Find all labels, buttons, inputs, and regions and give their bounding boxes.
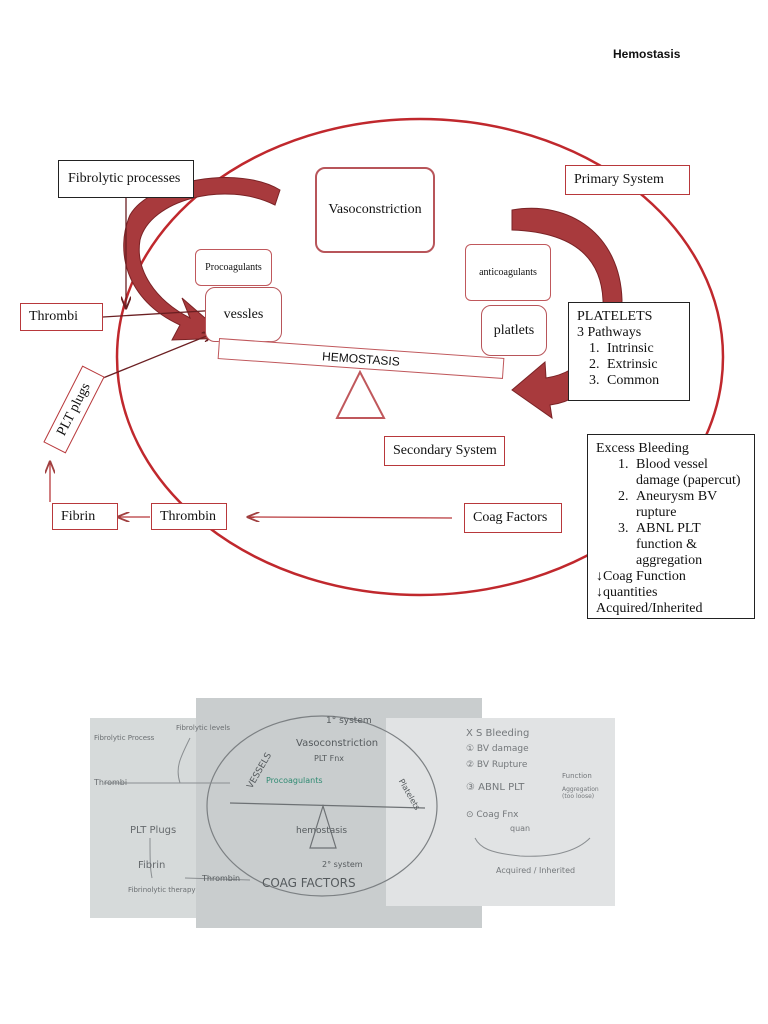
vessels-label: vessles [223,306,264,322]
wb-hemostasis: hemostasis [296,826,348,836]
primary-system-label: Primary System [574,172,664,187]
system-ellipse [115,117,725,597]
wb-fibrin: Fibrin [138,860,166,871]
wb-fibrolytic-levels: Fibrolytic levels [176,724,231,732]
anticoagulants-label: anticoagulants [479,267,537,278]
anticoagulants-box: anticoagulants [465,244,551,301]
platelets-node-box: platlets [481,305,547,356]
wb-acquired-inherited: Acquired / Inherited [496,866,576,875]
wb-xs-bleeding: X S Bleeding [466,728,530,739]
thrombi-box: Thrombi [20,303,103,331]
thrombin-box: Thrombin [151,503,227,530]
platelets-node-label: platlets [493,322,535,338]
fulcrum-triangle [335,369,386,419]
pathway-item: Common [603,373,681,389]
pathway-item: Extrinsic [603,357,681,373]
wb-abnl-plt: ③ ABNL PLT [466,782,525,793]
page-title: Hemostasis [613,47,681,61]
photo-panel-right [386,718,615,906]
fibrolytic-label: Fibrolytic processes [68,171,181,186]
platelets-pathways-title: PLATELETS [577,309,653,324]
wb-coag-factors: COAG FACTORS [262,876,356,890]
excess-bleeding-box: Excess Bleeding Blood vessel damage (pap… [587,434,755,619]
secondary-system-label: Secondary System [393,443,497,458]
wb-bv-damage: ① BV damage [466,744,529,754]
vasoconstriction-label: Vasoconstriction [328,202,422,217]
wb-quan: quan [510,824,531,833]
whiteboard-photo: Fibrolytic Process Fibrolytic levels Thr… [90,698,615,928]
wb-coag-fnx: ⊙ Coag Fnx [466,810,519,820]
procoagulants-label: Procoagulants [205,262,262,273]
wb-primary-system: 1° system [326,716,372,726]
bleeding-item: Aneurysm BV rupture [632,489,746,521]
wb-procoagulants: Procoagulants [266,776,323,785]
primary-system-box: Primary System [565,165,690,195]
wb-fibrolytic-process: Fibrolytic Process [94,734,155,742]
fibrin-box: Fibrin [52,503,118,530]
procoagulants-box: Procoagulants [195,249,272,286]
wb-bv-rupture: ② BV Rupture [466,760,528,770]
wb-plt-plugs: PLT Plugs [130,825,177,836]
platelets-pathways-subtitle: 3 Pathways [577,325,642,340]
wb-function: Function [562,772,592,780]
wb-plt-fnx: PLT Fnx [314,754,345,763]
thrombin-label: Thrombin [160,508,216,524]
wb-aggregation: Aggregation (too loose) [562,786,599,800]
platelets-pathways-box: PLATELETS 3 Pathways Intrinsic Extrinsic… [568,302,690,401]
quantities-line: ↓quantities [596,585,658,600]
excess-bleeding-title: Excess Bleeding [596,441,689,456]
hemostasis-beam-label: HEMOSTASIS [321,348,401,369]
wb-vasoconstriction: Vasoconstriction [296,738,379,749]
wb-secondary-system: 2° system [322,860,363,869]
wb-fibrinolytic-therapy: Fibrinolytic therapy [128,886,196,894]
thrombi-label: Thrombi [29,309,78,324]
vessels-box: vessles [205,287,282,342]
pathway-item: Intrinsic [603,341,681,357]
coag-function-line: ↓Coag Function [596,569,686,584]
coag-factors-label: Coag Factors [473,510,548,525]
bleeding-item: ABNL PLT function & aggregation [632,521,746,569]
secondary-system-box: Secondary System [384,436,505,466]
acquired-inherited-line: Acquired/Inherited [596,601,703,616]
wb-thrombi: Thrombi [94,778,128,787]
wb-thrombin: Thrombin [202,874,241,883]
fibrolytic-processes-box: Fibrolytic processes [58,160,194,198]
fibrin-label: Fibrin [61,508,96,524]
whiteboard-strokes [104,715,591,897]
bleeding-item: Blood vessel damage (papercut) [632,457,746,489]
vasoconstriction-box: Vasoconstriction [315,167,435,253]
coag-factors-box: Coag Factors [464,503,562,533]
